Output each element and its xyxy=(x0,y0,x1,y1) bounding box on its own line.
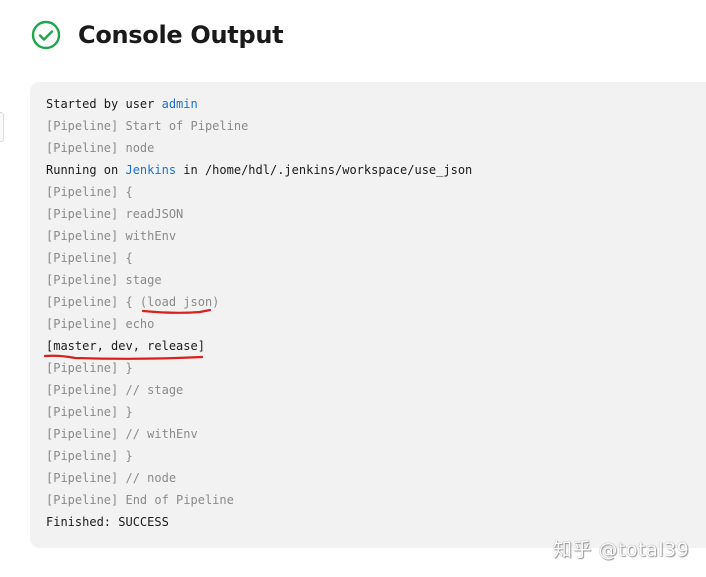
console-text: [Pipeline] withEnv xyxy=(46,229,177,243)
console-lines: Started by user admin[Pipeline] Start of… xyxy=(46,96,472,536)
console-line: [Pipeline] } xyxy=(46,360,472,382)
console-text: [Pipeline] node xyxy=(46,141,155,155)
success-check-circle-icon xyxy=(31,20,61,50)
console-text: [Pipeline] // stage xyxy=(46,383,184,397)
console-text: [Pipeline] // node xyxy=(46,471,177,485)
page-title: Console Output xyxy=(78,21,284,49)
console-line: [Pipeline] End of Pipeline xyxy=(46,492,472,514)
console-text: [Pipeline] { (load json) xyxy=(46,295,220,309)
console-link[interactable]: Jenkins xyxy=(125,163,177,177)
console-line: [Pipeline] { xyxy=(46,250,472,272)
console-line: [Pipeline] node xyxy=(46,140,472,162)
console-line: [Pipeline] // withEnv xyxy=(46,426,472,448)
console-text: [Pipeline] readJSON xyxy=(46,207,184,221)
console-text: [Pipeline] Start of Pipeline xyxy=(46,119,249,133)
console-line: [Pipeline] { xyxy=(46,184,472,206)
console-line: Running on Jenkins in /home/hdl/.jenkins… xyxy=(46,162,472,184)
console-line: [Pipeline] stage xyxy=(46,272,472,294)
console-text: [Pipeline] } xyxy=(46,361,133,375)
console-line: [Pipeline] withEnv xyxy=(46,228,472,250)
console-text: [Pipeline] { xyxy=(46,185,133,199)
console-text: [Pipeline] // withEnv xyxy=(46,427,198,441)
console-line: [Pipeline] } xyxy=(46,404,472,426)
console-link[interactable]: admin xyxy=(161,97,198,111)
console-text: [Pipeline] End of Pipeline xyxy=(46,493,234,507)
console-output: Started by user admin[Pipeline] Start of… xyxy=(30,82,706,548)
console-line: [master, dev, release] xyxy=(46,338,472,360)
console-line: [Pipeline] readJSON xyxy=(46,206,472,228)
console-text: Running on xyxy=(46,163,126,177)
console-text: Started by user xyxy=(46,97,162,111)
console-line: [Pipeline] echo xyxy=(46,316,472,338)
console-text: Finished: SUCCESS xyxy=(46,515,169,529)
console-text: [Pipeline] } xyxy=(46,449,133,463)
console-line: [Pipeline] // node xyxy=(46,470,472,492)
console-line: [Pipeline] Start of Pipeline xyxy=(46,118,472,140)
console-text: [master, dev, release] xyxy=(46,339,205,353)
console-text: in /home/hdl/.jenkins/workspace/use_json xyxy=(176,163,473,177)
console-line: [Pipeline] { (load json) xyxy=(46,294,472,316)
console-text: [Pipeline] echo xyxy=(46,317,155,331)
console-text: [Pipeline] { xyxy=(46,251,133,265)
side-panel-handle[interactable] xyxy=(0,112,4,142)
console-line: Started by user admin xyxy=(46,96,472,118)
page-header: Console Output xyxy=(31,20,284,50)
console-line: Finished: SUCCESS xyxy=(46,514,472,536)
console-line: [Pipeline] // stage xyxy=(46,382,472,404)
console-text: [Pipeline] } xyxy=(46,405,133,419)
watermark: 知乎 @total39 xyxy=(553,539,690,561)
console-text: [Pipeline] stage xyxy=(46,273,162,287)
console-line: [Pipeline] } xyxy=(46,448,472,470)
